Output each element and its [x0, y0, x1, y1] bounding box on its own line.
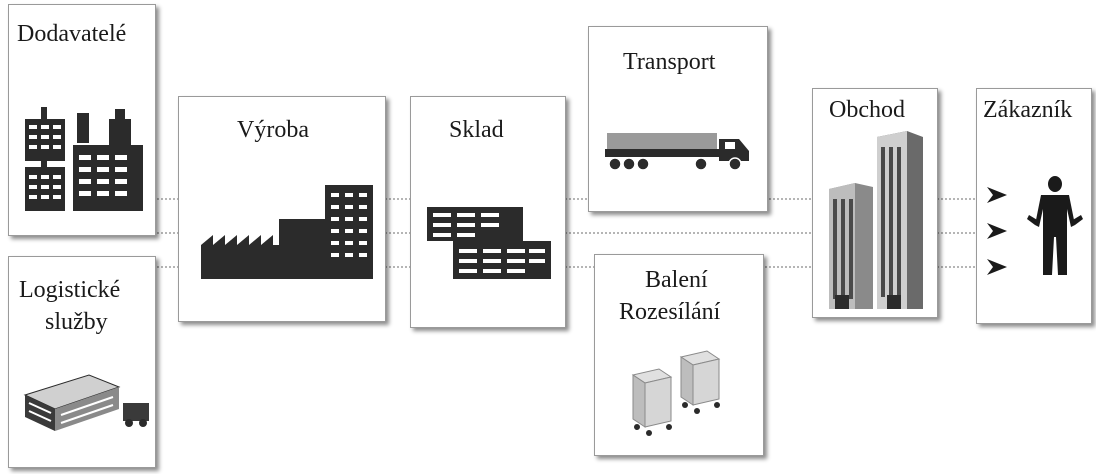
- flow-line-lower: [150, 266, 990, 268]
- factory-buildings-icon: [25, 107, 143, 211]
- shop-node: Obchod: [812, 88, 938, 318]
- warehouse-icon: [427, 207, 551, 279]
- suppliers-label: Dodavatelé: [17, 21, 127, 47]
- office-towers-icon: [829, 131, 923, 309]
- warehouse-node: Sklad: [410, 96, 566, 328]
- logistics-label-line1: Logistické: [19, 277, 121, 303]
- suppliers-node: Dodavatelé: [8, 4, 156, 236]
- logistics-node: Logistické služby: [8, 256, 156, 468]
- transport-label: Transport: [623, 49, 716, 75]
- flow-line-middle: [150, 232, 990, 234]
- production-node: Výroba: [178, 96, 386, 322]
- production-label: Výroba: [237, 117, 309, 143]
- transport-node: Transport: [588, 26, 768, 212]
- arrow-icon: [987, 223, 1007, 239]
- packaging-label-line2: Rozesílání: [619, 299, 721, 325]
- arrow-icon: [987, 187, 1007, 203]
- logistics-label-line2: služby: [45, 309, 108, 335]
- truck-icon: [605, 133, 749, 171]
- flow-line-upper: [150, 198, 990, 200]
- packaging-node: Balení Rozesílání: [594, 254, 764, 456]
- parcel-carts-icon: [631, 350, 721, 436]
- customer-label: Zákazník: [983, 97, 1073, 123]
- packaging-label-line1: Balení: [645, 267, 708, 293]
- logistics-center-icon: [23, 374, 149, 431]
- person-icon: [1027, 176, 1083, 275]
- arrow-icon: [987, 259, 1007, 275]
- shop-label: Obchod: [829, 97, 905, 123]
- factory-icon: [201, 185, 373, 279]
- warehouse-label: Sklad: [449, 117, 504, 143]
- customer-node: Zákazník: [976, 88, 1092, 324]
